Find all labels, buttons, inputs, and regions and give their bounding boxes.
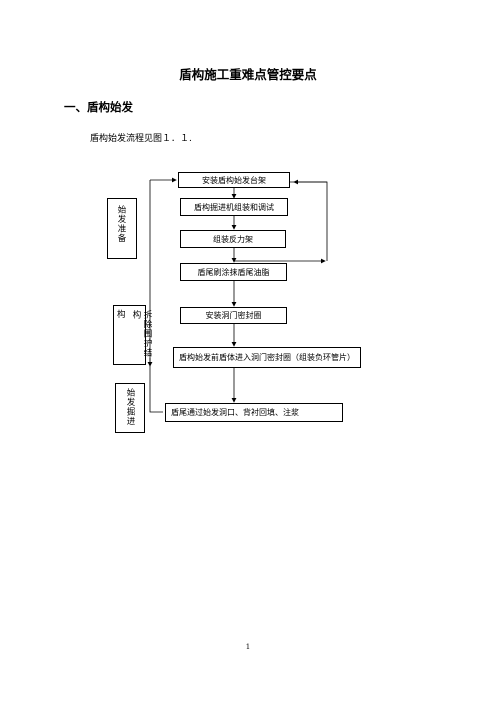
flow-step-3: 组装反力架: [180, 230, 286, 248]
phase-label-2-extra: 构: [117, 310, 126, 320]
flow-step-7: 盾尾通过始发洞口、背衬回填、注浆: [165, 403, 343, 422]
flow-step-5: 安装洞门密封圈: [180, 307, 287, 324]
flow-step-1: 安装盾构始发台架: [178, 172, 290, 188]
section-heading: 一、盾构始发: [64, 100, 133, 114]
phase-box-3: 始发掘进: [115, 383, 145, 433]
page-number: 1: [245, 643, 251, 651]
document-title: 盾构施工重难点管控要点: [179, 67, 317, 82]
phase-label-1: 始发准备: [116, 205, 126, 243]
phase-label-3: 始发掘进: [125, 388, 135, 426]
flow-step-4: 盾尾刷涂抹盾尾油脂: [180, 263, 287, 281]
flow-step-2: 盾构掘进机组装和调试: [180, 198, 288, 216]
intro-text: 盾构始发流程见图１．１.: [90, 134, 192, 144]
flow-step-6: 盾构始发前盾体进入洞门密封圈（组装负环管片）: [173, 347, 361, 368]
right-loop-vertical: [290, 181, 328, 261]
phase-label-2: 拆除围护结构: [131, 310, 152, 358]
phase-box-2: 构 拆除围护结构: [113, 305, 152, 365]
phase-box-1: 始发准备: [107, 198, 137, 259]
left-loop-vertical: [149, 180, 163, 413]
